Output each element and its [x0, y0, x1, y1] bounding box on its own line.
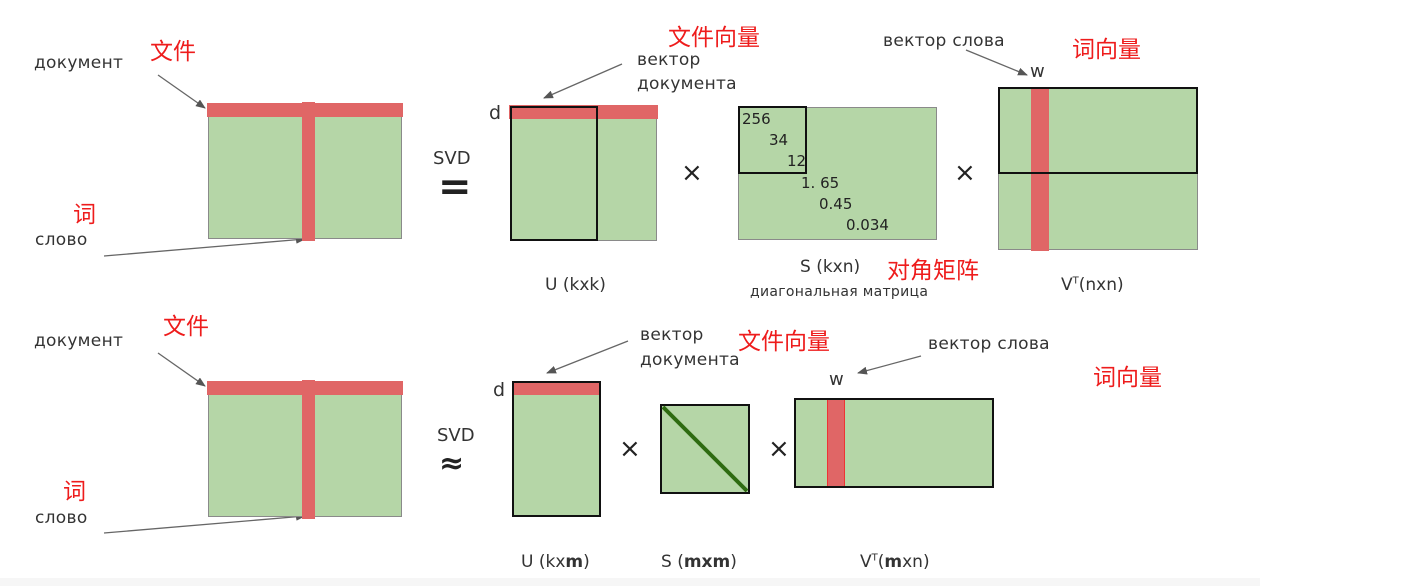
document-label-ru: документ [34, 53, 124, 73]
word-arrow-top [103, 235, 306, 257]
u-caption-bottom: U (kxm) [521, 552, 590, 572]
doc-vector-label-ru-1-bottom: вектор [640, 325, 704, 345]
singular-value-2: 34 [769, 131, 789, 149]
doc-vector-arrow-bottom [546, 340, 629, 374]
vt-truncated-frame [998, 87, 1198, 174]
vt-caption-sup-bottom: T [871, 552, 878, 564]
diagonal-line [661, 405, 749, 493]
singular-value-3: 12 [787, 152, 807, 170]
vt-caption: VT(nxn) [1061, 275, 1124, 295]
vt-word-column-highlight [1031, 88, 1049, 251]
u-matrix [510, 107, 657, 241]
word-vector-label-ru: вектор слова [883, 31, 1005, 51]
word-label-zh: 词 [73, 202, 96, 228]
u-caption-bold: m [565, 552, 584, 572]
svd-title: SVD [433, 148, 471, 169]
doc-vector-label-ru-2: документа [637, 74, 737, 94]
s-caption-bold: mxm [683, 552, 731, 572]
word-vector-label-zh: 词向量 [1072, 37, 1141, 63]
word-label-ru: слово [35, 230, 88, 250]
word-vector-arrow-top [965, 49, 1028, 76]
document-arrow-bottom [157, 352, 206, 387]
diagonal-matrix-label-zh: 对角矩阵 [887, 258, 979, 284]
u-row-label-bottom: d [493, 379, 506, 401]
times-symbol-2-bottom: × [768, 434, 790, 464]
word-vector-arrow-bottom [857, 355, 922, 375]
doc-vector-arrow-top [543, 63, 623, 99]
word-column-highlight [302, 102, 315, 241]
vt-matrix-bottom [794, 398, 994, 488]
document-label-zh: 文件 [150, 39, 196, 65]
doc-vector-label-zh: 文件向量 [668, 25, 760, 51]
word-label-zh-bottom: 词 [63, 479, 86, 505]
diagonal-matrix-label-ru: диагональная матрица [750, 284, 929, 300]
bottom-divider [0, 578, 1260, 586]
singular-value-6: 0.034 [846, 216, 889, 234]
u-matrix-bottom [512, 381, 601, 517]
s-caption-bottom: S (mxm) [661, 552, 737, 572]
equals-symbol: = [438, 164, 472, 210]
word-vector-label-zh-bottom: 词向量 [1093, 365, 1162, 391]
singular-value-4: 1. 65 [801, 174, 840, 192]
vt-caption-post-bottom: xn) [902, 552, 930, 572]
u-document-row-highlight [509, 105, 658, 119]
document-label-ru-bottom: документ [34, 331, 124, 351]
vt-word-column-highlight-bottom [827, 400, 845, 486]
s-caption: S (kxn) [800, 257, 861, 277]
word-column-highlight-bottom [302, 380, 315, 519]
vt-column-label-bottom: w [829, 369, 844, 390]
times-symbol-1: × [681, 158, 703, 188]
vt-caption-bold-bottom: m [884, 552, 903, 572]
u-truncated-frame [510, 106, 598, 241]
singular-value-1: 256 [742, 110, 771, 128]
document-arrow-top [157, 74, 206, 109]
svd-title-bottom: SVD [437, 425, 475, 446]
approx-symbol: ≈ [439, 446, 465, 481]
times-symbol-2: × [954, 158, 976, 188]
vt-caption-rest: (nxn) [1078, 275, 1124, 295]
s-truncated-frame [738, 106, 807, 174]
document-label-zh-bottom: 文件 [163, 314, 209, 340]
s-caption-pre: S ( [661, 552, 684, 572]
vt-caption-sup: T [1072, 275, 1079, 287]
vt-column-label: w [1030, 61, 1045, 82]
singular-value-5: 0.45 [819, 195, 853, 213]
u-caption-pre: U (kx [521, 552, 566, 572]
u-document-row-highlight-bottom [514, 383, 599, 395]
s-caption-post: ) [730, 552, 737, 572]
word-vector-label-ru-bottom: вектор слова [928, 334, 1050, 354]
doc-vector-label-ru-1: вектор [637, 50, 701, 70]
doc-vector-label-ru-2-bottom: документа [640, 350, 740, 370]
u-caption: U (kxk) [545, 275, 606, 295]
vt-caption-bottom: VT(mxn) [860, 552, 930, 572]
word-label-ru-bottom: слово [35, 508, 88, 528]
u-row-label: d [489, 102, 502, 124]
word-arrow-bottom [103, 512, 306, 534]
vt-caption-pre-bottom: ( [877, 552, 885, 572]
doc-vector-label-zh-bottom: 文件向量 [738, 329, 830, 355]
vt-caption-base: V [1061, 275, 1073, 295]
times-symbol-1-bottom: × [619, 434, 641, 464]
u-caption-post: ) [583, 552, 590, 572]
vt-caption-base-bottom: V [860, 552, 872, 572]
